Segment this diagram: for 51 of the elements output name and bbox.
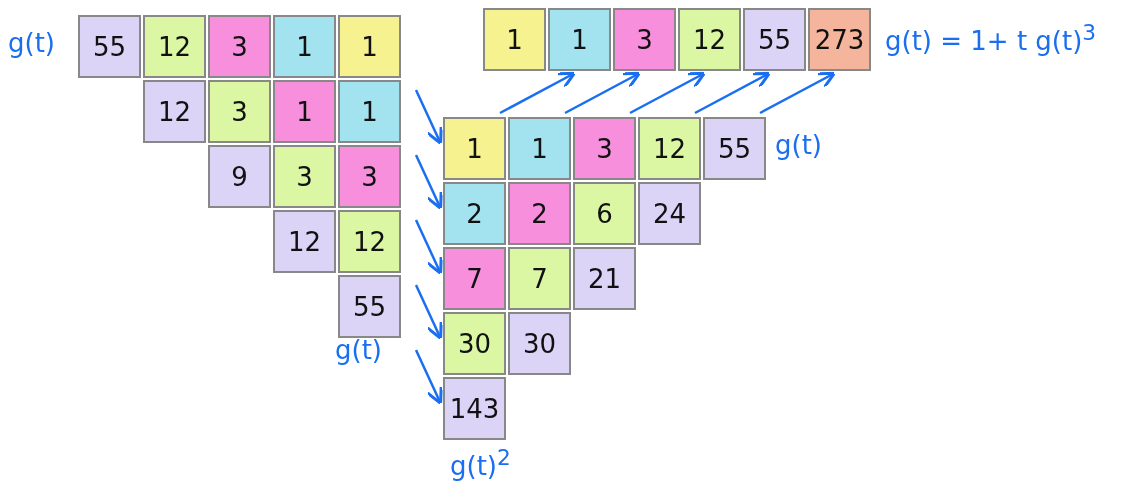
arrow: [414, 154, 443, 210]
number-cell: 3: [338, 145, 401, 208]
arrow: [694, 71, 771, 115]
number-cell: 30: [443, 312, 506, 375]
formula-label: g(t) = 1+ t g(t)$^{3}$: [885, 20, 1097, 56]
arrow: [564, 71, 641, 115]
number-cell: 1: [443, 117, 506, 180]
number-cell: 1: [338, 15, 401, 78]
number-cell: 6: [573, 182, 636, 245]
number-cell: 3: [273, 145, 336, 208]
number-cell: 1: [508, 117, 571, 180]
arrow: [414, 89, 443, 145]
number-cell: 55: [78, 15, 141, 78]
number-cell: 3: [208, 80, 271, 143]
number-cell: 7: [508, 247, 571, 310]
arrow: [414, 349, 443, 405]
formula-label: g(t): [8, 28, 55, 58]
arrow: [414, 219, 443, 275]
formula-label: g(t): [335, 335, 382, 365]
number-cell: 1: [338, 80, 401, 143]
number-cell: 2: [508, 182, 571, 245]
arrow: [499, 71, 576, 115]
number-cell: 12: [338, 210, 401, 273]
number-cell: 55: [703, 117, 766, 180]
number-cell: 30: [508, 312, 571, 375]
number-cell: 24: [638, 182, 701, 245]
number-cell: 55: [743, 8, 806, 71]
number-cell: 55: [338, 275, 401, 338]
number-cell: 7: [443, 247, 506, 310]
number-cell: 1: [483, 8, 546, 71]
formula-label: g(t)$^{2}$: [450, 445, 511, 481]
number-cell: 12: [678, 8, 741, 71]
number-cell: 3: [613, 8, 676, 71]
number-cell: 3: [573, 117, 636, 180]
arrow: [629, 71, 706, 115]
formula-label: g(t): [775, 130, 822, 160]
number-cell: 12: [143, 80, 206, 143]
number-cell: 3: [208, 15, 271, 78]
number-cell: 1: [548, 8, 611, 71]
number-cell: 273: [808, 8, 871, 71]
number-cell: 1: [273, 80, 336, 143]
arrow: [759, 71, 836, 115]
number-cell: 21: [573, 247, 636, 310]
number-cell: 12: [143, 15, 206, 78]
arrow: [414, 284, 443, 340]
number-cell: 143: [443, 377, 506, 440]
number-cell: 1: [273, 15, 336, 78]
number-cell: 12: [273, 210, 336, 273]
number-cell: 12: [638, 117, 701, 180]
number-cell: 2: [443, 182, 506, 245]
number-cell: 9: [208, 145, 271, 208]
